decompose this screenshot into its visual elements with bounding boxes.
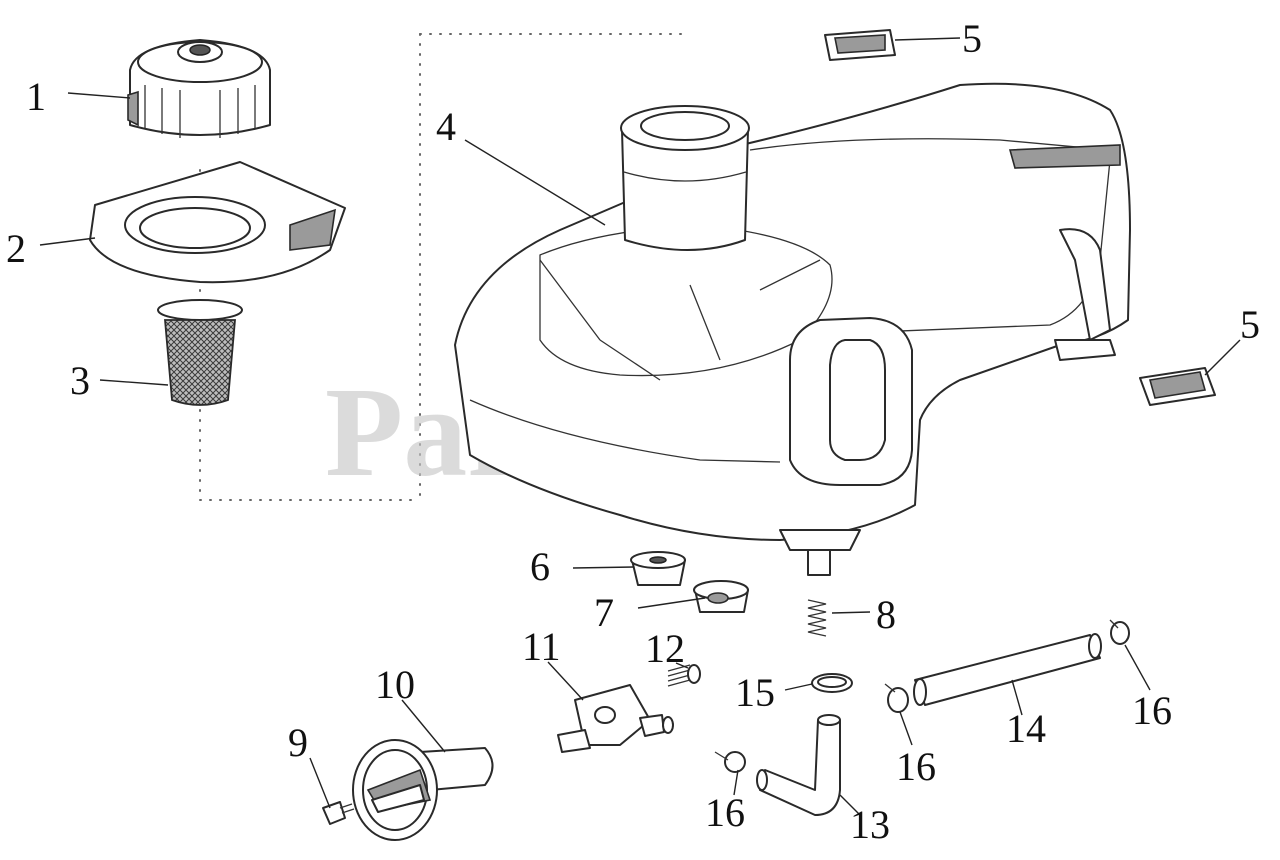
assembly-guides [199, 33, 691, 501]
callout-12: 12 [645, 626, 685, 671]
clip-part-middle [884, 683, 909, 713]
washer-part [693, 580, 749, 613]
callout-5-upper: 5 [962, 16, 982, 61]
callout-16-right: 16 [1132, 688, 1172, 733]
fuel-line-part [913, 633, 1102, 706]
bumper-part-upper [824, 29, 896, 61]
callout-10: 10 [375, 662, 415, 707]
callout-1: 1 [26, 74, 46, 119]
fuel-valve-part [557, 684, 674, 753]
fuel-strainer-part [157, 299, 243, 406]
bolt-part [667, 664, 701, 687]
screw-part-small [322, 801, 355, 825]
fuel-valve-knob-part [352, 739, 494, 841]
callout-3: 3 [70, 358, 90, 403]
elbow-hose-part [756, 714, 841, 816]
bumper-part-right [1139, 367, 1216, 406]
fuel-tank-part [454, 82, 1131, 576]
callout-5-right: 5 [1240, 302, 1260, 347]
callout-13: 13 [850, 802, 890, 847]
clip-part-left [714, 751, 746, 773]
callouts: 1 2 3 4 5 5 6 7 8 9 10 11 12 13 14 15 16… [6, 16, 1260, 847]
spring-part [807, 599, 827, 637]
callout-16-middle: 16 [896, 744, 936, 789]
callout-8: 8 [876, 592, 896, 637]
callout-14: 14 [1006, 706, 1046, 751]
callout-2: 2 [6, 226, 26, 271]
callout-15: 15 [735, 670, 775, 715]
callout-4: 4 [436, 104, 456, 149]
grommet-part [630, 551, 686, 586]
callout-9: 9 [288, 720, 308, 765]
callout-7: 7 [594, 590, 614, 635]
fuel-cap-part [127, 39, 271, 138]
clip-part-right [1109, 619, 1130, 645]
callout-16-left: 16 [705, 790, 745, 835]
callout-11: 11 [522, 624, 561, 669]
callout-6: 6 [530, 544, 550, 589]
cap-seat-part [89, 161, 346, 284]
hose-clamp-part-15 [811, 673, 853, 693]
leader-lines [39, 37, 1241, 816]
